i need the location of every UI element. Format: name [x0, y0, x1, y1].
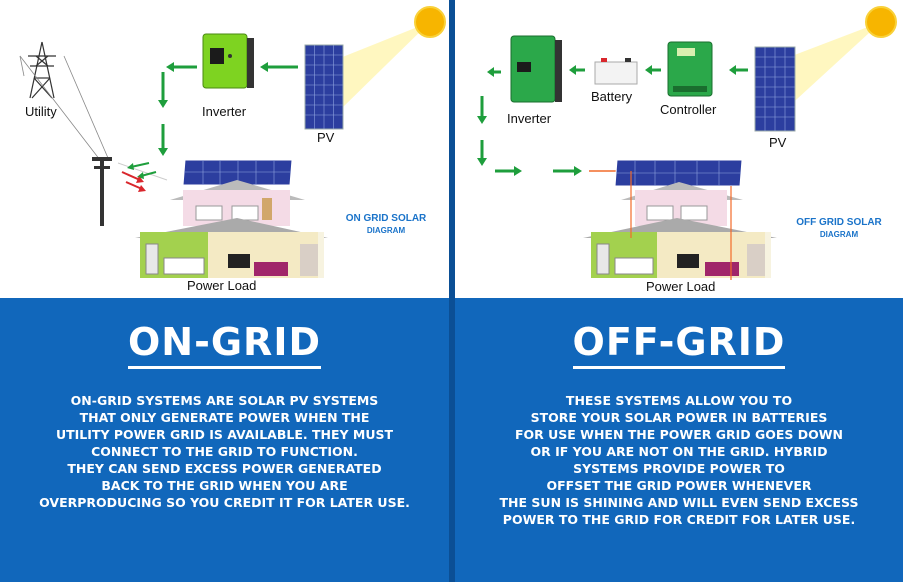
off-grid-description: THESE SYSTEMS ALLOW YOU TO STORE YOUR SO…	[461, 392, 897, 528]
off-grid-heading: OFF-GRID	[455, 320, 903, 369]
inverter-icon	[510, 35, 562, 103]
on-grid-description: ON-GRID SYSTEMS ARE SOLAR PV SYSTEMS THA…	[6, 392, 443, 511]
description-line: THE SUN IS SHINING AND WILL EVEN SEND EX…	[499, 495, 859, 510]
utility-pole-icon	[92, 157, 112, 226]
on-grid-diagram	[19, 6, 446, 278]
on-grid-info-box: ON-GRID ON-GRID SYSTEMS ARE SOLAR PV SYS…	[0, 298, 449, 582]
diagram-title-line2: DIAGRAM	[819, 230, 859, 239]
description-line: OR IF YOU ARE NOT ON THE GRID. HYBRID	[530, 444, 828, 459]
description-line: UTILITY POWER GRID IS AVAILABLE. THEY MU…	[55, 427, 394, 442]
off-grid-diagram	[477, 6, 897, 280]
description-line: OVERPRODUCING SO YOU CREDIT IT FOR LATER…	[39, 495, 410, 510]
inverter-icon	[202, 33, 254, 89]
diagram-title-line2: DIAGRAM	[366, 226, 406, 235]
controller-label: Controller	[660, 102, 717, 117]
description-line: STORE YOUR SOLAR POWER IN BATTERIES	[530, 410, 828, 425]
flow-arrows	[477, 65, 748, 176]
grid-exchange-arrows	[117, 162, 168, 192]
pv-panel-icon	[754, 46, 796, 132]
battery-icon	[594, 58, 638, 85]
utility-label: Utility	[25, 104, 57, 119]
description-line: THEY CAN SEND EXCESS POWER GENERATED	[67, 461, 382, 476]
description-line: POWER TO THE GRID FOR CREDIT FOR LATER U…	[502, 512, 856, 527]
diagram-title-line1: ON GRID SOLAR	[345, 213, 427, 224]
power-load-label: Power Load	[187, 278, 257, 293]
sun-icon	[414, 6, 446, 38]
utility-tower-icon	[19, 41, 109, 161]
sun-icon	[865, 6, 897, 38]
house-icon	[135, 159, 328, 278]
description-line: THESE SYSTEMS ALLOW YOU TO	[565, 393, 793, 408]
description-line: CONNECT TO THE GRID TO FUNCTION.	[91, 444, 358, 459]
description-line: ON-GRID SYSTEMS ARE SOLAR PV SYSTEMS	[70, 393, 379, 408]
on-grid-heading: ON-GRID	[0, 320, 449, 369]
power-load-label: Power Load	[646, 279, 716, 294]
description-line: OFFSET THE GRID POWER WHENEVER	[546, 478, 812, 493]
flow-arrows	[158, 62, 298, 156]
description-line: FOR USE WHEN THE POWER GRID GOES DOWN	[514, 427, 844, 442]
inverter-label: Inverter	[507, 111, 552, 126]
on-grid-panel: Utility Inverter PV Power Load ON GRID S…	[0, 0, 449, 582]
pv-label: PV	[769, 135, 787, 150]
description-line: SYSTEMS PROVIDE POWER TO	[573, 461, 785, 476]
off-grid-info-box: OFF-GRID THESE SYSTEMS ALLOW YOU TO STOR…	[455, 298, 903, 582]
description-line: BACK TO THE GRID WHEN YOU ARE	[101, 478, 348, 493]
panel-divider	[449, 0, 455, 582]
pv-panel-icon	[304, 44, 344, 130]
diagram-title-line1: OFF GRID SOLAR	[796, 217, 882, 228]
diagram-title: ON GRID SOLAR DIAGRAM	[336, 213, 436, 237]
inverter-label: Inverter	[202, 104, 247, 119]
house-icon	[583, 159, 777, 280]
battery-label: Battery	[591, 89, 633, 104]
pv-label: PV	[317, 130, 335, 145]
diagram-title: OFF GRID SOLAR DIAGRAM	[787, 217, 891, 241]
description-line: THAT ONLY GENERATE POWER WHEN THE	[79, 410, 370, 425]
off-grid-panel: Battery Controller Inverter PV Power Loa…	[455, 0, 903, 582]
controller-icon	[667, 41, 713, 97]
